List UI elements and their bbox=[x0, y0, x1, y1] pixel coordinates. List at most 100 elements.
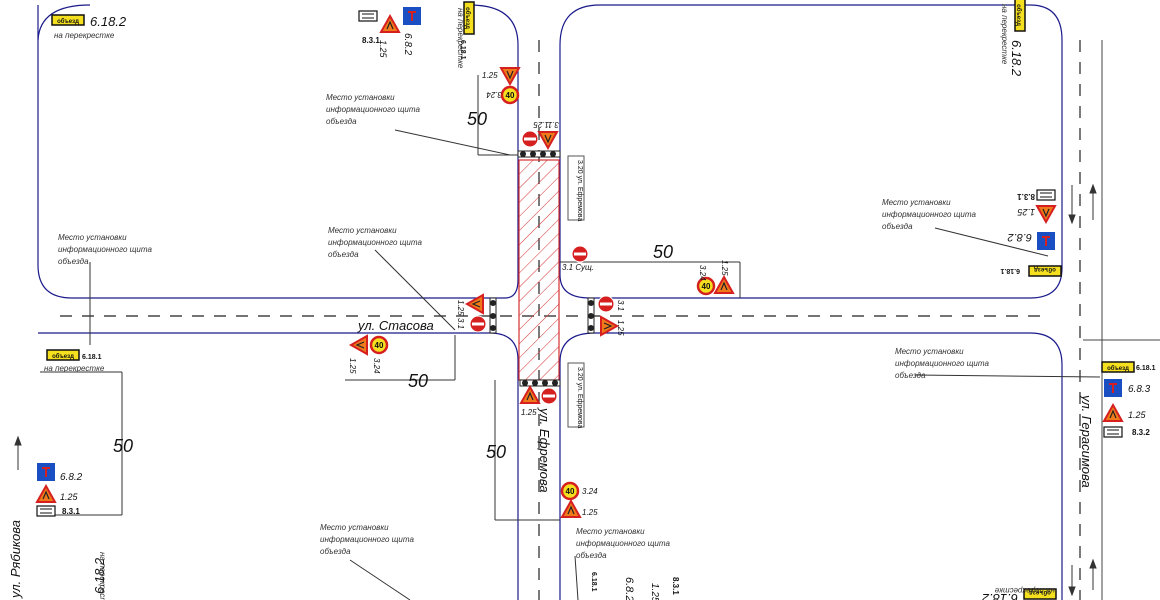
no-entry-sign-w bbox=[469, 315, 487, 333]
caption-na-perekrestke-ne: на перекрестке bbox=[1000, 4, 1009, 65]
svg-text:информационного щита: информационного щита bbox=[326, 105, 420, 114]
caption-na-perekrestke-n: на перекрестке bbox=[456, 8, 465, 69]
speed-sign-w: 40 bbox=[369, 335, 389, 355]
no-entry-sign-n bbox=[521, 130, 539, 148]
svg-text:объезда: объезда bbox=[326, 117, 357, 126]
barrier-right bbox=[587, 297, 595, 334]
svg-text:40: 40 bbox=[375, 341, 384, 350]
detour-sign-se: объезд bbox=[1101, 361, 1135, 373]
info-box-efremova-top bbox=[567, 155, 585, 221]
block-ne bbox=[559, 4, 1063, 299]
block-se bbox=[559, 332, 1063, 600]
speed-sign-e: 40 bbox=[696, 276, 716, 296]
plate-8-3-1-sw bbox=[36, 505, 56, 517]
svg-text:объезд: объезд bbox=[57, 18, 79, 25]
svg-text:объезд: объезд bbox=[52, 353, 74, 360]
svg-text:1.25: 1.25 bbox=[720, 260, 729, 276]
svg-text:Место установки: Место установки bbox=[320, 523, 389, 532]
detour-sign-n: объезд bbox=[463, 1, 475, 35]
direction-arrows bbox=[14, 183, 1097, 597]
svg-text:3.1: 3.1 bbox=[456, 318, 465, 329]
svg-text:Место установки: Место установки bbox=[328, 226, 397, 235]
blue-sign-6-8-2-sw bbox=[37, 463, 55, 481]
svg-text:40: 40 bbox=[506, 91, 515, 100]
svg-text:3.24: 3.24 bbox=[486, 90, 502, 99]
svg-text:3.24: 3.24 bbox=[372, 358, 381, 374]
svg-text:8.3.1: 8.3.1 bbox=[362, 36, 380, 45]
existing-no-entry-sign bbox=[571, 245, 589, 263]
svg-text:6.8.2: 6.8.2 bbox=[60, 472, 83, 483]
existing-sign-label: 3.1 Сущ. bbox=[562, 263, 594, 272]
svg-text:информационного щита: информационного щита bbox=[320, 535, 414, 544]
svg-text:6.18.2: 6.18.2 bbox=[90, 14, 127, 29]
warning-sign-s1 bbox=[519, 384, 541, 404]
svg-text:3.24: 3.24 bbox=[698, 265, 707, 281]
svg-text:6.18.2: 6.18.2 bbox=[1009, 40, 1024, 77]
warning-sign-ne bbox=[1035, 205, 1057, 225]
warning-sign-w bbox=[464, 293, 484, 315]
svg-text:Место установки: Место установки bbox=[58, 233, 127, 242]
svg-text:8.3.1: 8.3.1 bbox=[1017, 192, 1035, 201]
svg-text:3.1: 3.1 bbox=[616, 300, 625, 311]
info-note-west: Место установки информационного щита объ… bbox=[58, 233, 152, 266]
svg-text:1.25: 1.25 bbox=[649, 583, 660, 600]
svg-text:объезд: объезд bbox=[1034, 266, 1056, 273]
distance-nw: 50 bbox=[467, 109, 487, 129]
efremova-box-text: 3.20 ул. Ефремова bbox=[576, 160, 583, 221]
warning-sign-nw bbox=[379, 13, 401, 33]
svg-text:6.8.2: 6.8.2 bbox=[402, 33, 413, 56]
info-note-ne: Место установки информационного щита объ… bbox=[882, 198, 976, 231]
info-note-nw: Место установки информационного щита объ… bbox=[326, 93, 420, 126]
svg-text:6.8.2: 6.8.2 bbox=[623, 577, 635, 600]
svg-text:информационного щита: информационного щита bbox=[576, 539, 670, 548]
svg-text:объезда: объезда bbox=[882, 222, 913, 231]
svg-text:6.18.1: 6.18.1 bbox=[1136, 365, 1156, 372]
svg-text:1.25: 1.25 bbox=[378, 40, 388, 59]
detour-sign-ne2: объезд bbox=[1028, 265, 1062, 277]
efremova-box-text-2: 3.20 ул. Ефремова bbox=[576, 367, 583, 428]
svg-text:объезд: объезд bbox=[464, 7, 471, 29]
svg-text:1.25: 1.25 bbox=[60, 492, 79, 502]
svg-text:Место установки: Место установки bbox=[895, 347, 964, 356]
speed-sign-s: 40 bbox=[560, 481, 580, 501]
detour-sign-w: объезд bbox=[46, 349, 80, 361]
svg-text:объезда: объезда bbox=[895, 371, 926, 380]
svg-text:1.25: 1.25 bbox=[582, 508, 598, 517]
info-note-center: Место установки информационного щита объ… bbox=[328, 226, 422, 259]
block-sw bbox=[38, 332, 519, 600]
distance-s: 50 bbox=[486, 442, 506, 462]
svg-text:1.25: 1.25 bbox=[456, 300, 465, 316]
svg-text:3.24: 3.24 bbox=[582, 487, 598, 496]
info-note-sw: Место установки информационного щита объ… bbox=[320, 523, 414, 556]
svg-text:объезда: объезда bbox=[58, 257, 89, 266]
plate-8-3-1-nw bbox=[358, 10, 378, 22]
svg-text:1.25: 1.25 bbox=[521, 408, 537, 417]
svg-text:объезд: объезд bbox=[1015, 4, 1022, 26]
no-entry-sign-s bbox=[540, 387, 558, 405]
blue-sign-6-8-2-nw bbox=[403, 7, 421, 25]
svg-text:6.8.3: 6.8.3 bbox=[1128, 384, 1151, 395]
street-gerasimova: ул. Герасимова bbox=[1079, 394, 1094, 488]
caption-na-perekrestke-se: на перекрестке bbox=[994, 586, 1055, 595]
detour-sign-se-bottom: объезд bbox=[1023, 588, 1057, 600]
barrier-left bbox=[489, 297, 497, 334]
street-stasova: ул. Стасова bbox=[357, 318, 434, 333]
no-entry-sign-e bbox=[597, 295, 615, 313]
plate-8-3-1-ne bbox=[1036, 189, 1056, 201]
plate-8-3-2-se bbox=[1103, 426, 1123, 438]
svg-text:Место установки: Место установки bbox=[882, 198, 951, 207]
blue-sign-6-8-2-ne bbox=[1037, 232, 1055, 250]
svg-text:6.18.2: 6.18.2 bbox=[981, 591, 1018, 600]
warning-sign-e2 bbox=[600, 315, 620, 337]
blue-sign-6-8-3-se bbox=[1104, 379, 1122, 397]
speed-sign-n1: 40 bbox=[500, 85, 520, 105]
detour-sign-nw: объезд bbox=[51, 14, 85, 26]
svg-text:1.25: 1.25 bbox=[348, 358, 357, 374]
svg-text:1.25: 1.25 bbox=[1128, 410, 1147, 420]
svg-text:8.3.1: 8.3.1 bbox=[671, 577, 680, 595]
svg-text:6.18.1: 6.18.1 bbox=[590, 572, 597, 592]
svg-text:информационного щита: информационного щита bbox=[58, 245, 152, 254]
svg-text:объезд: объезд bbox=[1107, 365, 1129, 372]
street-ryabikova: ул. Рябикова bbox=[8, 520, 23, 599]
